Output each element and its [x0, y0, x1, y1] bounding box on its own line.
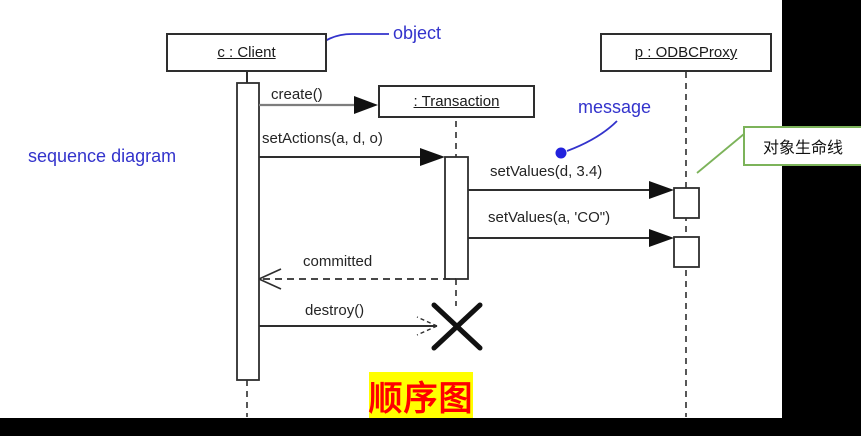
client-activation-bar: [236, 82, 260, 381]
transaction-object-box: : Transaction: [378, 85, 535, 118]
transaction-object-label: : Transaction: [413, 93, 500, 110]
set-actions-arrow: [259, 148, 445, 166]
destroy-message-label: destroy(): [305, 302, 365, 319]
set-values-1-arrow: [468, 181, 674, 199]
title-banner: 顺序图: [369, 372, 473, 418]
destroy-x-icon: [431, 302, 483, 351]
client-object-label: c : Client: [217, 44, 276, 61]
bottom-black-bar: [0, 418, 861, 436]
right-black-strip: [782, 0, 861, 436]
proxy-object-label: p : ODBCProxy: [634, 44, 738, 61]
set-values-1-message-label: setValues(d, 3.4): [490, 163, 603, 180]
message-pointer-leader: [555, 120, 618, 159]
create-message-label: create(): [271, 86, 323, 103]
callout-leader-line: [696, 133, 745, 174]
lifeline-callout-box: 对象生命线: [743, 126, 861, 166]
message-pointer-dot: [555, 147, 567, 159]
title-banner-label: 顺序图: [368, 379, 474, 418]
set-values-2-arrow: [468, 229, 674, 247]
message-annotation-label: message: [578, 97, 652, 117]
destroy-arrow: [259, 316, 438, 336]
committed-message-label: committed: [303, 253, 373, 270]
create-arrow: [259, 96, 378, 114]
committed-return-arrow: [258, 268, 456, 290]
set-actions-message-label: setActions(a, d, o): [262, 130, 383, 147]
activation-bars: [236, 82, 700, 381]
transaction-activation-bar: [444, 156, 469, 280]
client-object-box: c : Client: [166, 33, 327, 72]
object-annotation-label: object: [393, 23, 442, 43]
proxy-activation-bar-1: [673, 187, 700, 219]
proxy-object-box: p : ODBCProxy: [600, 33, 772, 72]
lifeline-dashes: [246, 72, 687, 417]
set-values-2-message-label: setValues(a, 'CO"): [488, 209, 611, 226]
proxy-activation-bar-2: [673, 236, 700, 268]
lifeline-callout-label: 对象生命线: [762, 140, 843, 157]
sequence-diagram-caption: sequence diagram: [28, 146, 177, 166]
